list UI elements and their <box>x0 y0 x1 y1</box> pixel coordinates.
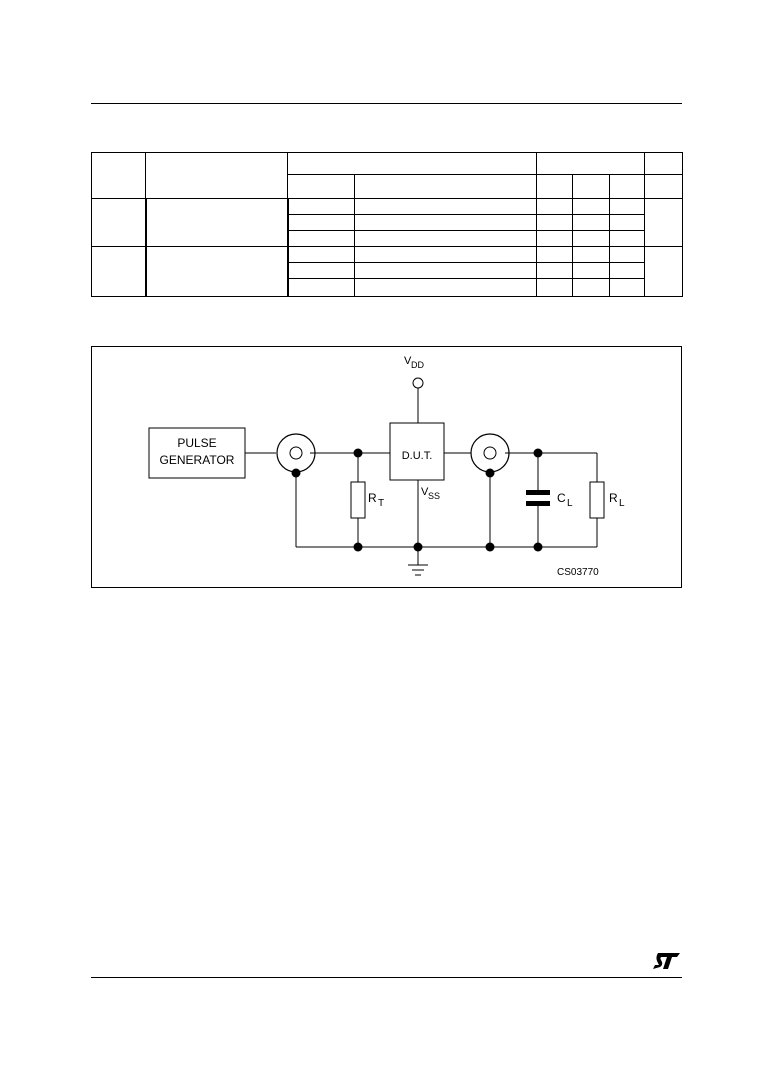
table-header-cell <box>536 174 573 199</box>
table-row <box>92 278 683 297</box>
rl-subscript: L <box>619 498 625 509</box>
table-cell <box>644 198 684 247</box>
vss-subscript: SS <box>428 491 440 501</box>
table-cell <box>572 230 610 247</box>
dut-label: D.U.T. <box>402 450 433 462</box>
table-header-row <box>91 152 684 199</box>
coax-connector-output-pin <box>483 446 497 460</box>
vdd-label: V <box>404 355 412 367</box>
table-cell <box>286 278 355 297</box>
table-cell <box>536 230 573 247</box>
coax-connector-output <box>470 433 510 473</box>
table-cell <box>572 198 610 215</box>
table-cell <box>286 246 355 263</box>
table-cell <box>536 214 573 231</box>
table-cell <box>354 278 537 297</box>
table-cell <box>286 198 355 215</box>
table-cell <box>608 198 646 215</box>
resistor-rl <box>589 481 605 519</box>
table-row <box>91 246 684 297</box>
table-cell <box>572 246 610 263</box>
junction-dots <box>291 448 543 552</box>
test-circuit-frame <box>91 346 682 588</box>
coax-connector-input-pin <box>289 446 303 460</box>
table-cell <box>354 230 537 247</box>
characteristics-table <box>91 152 684 297</box>
table-header-cell <box>354 174 537 199</box>
table-cell <box>572 278 610 297</box>
header-rule <box>91 103 682 104</box>
resistor-rt <box>350 481 366 519</box>
table-cell <box>608 246 646 263</box>
capacitor-cl <box>526 490 550 495</box>
figure-code: CS03770 <box>557 567 599 578</box>
test-circuit-diagram: PULSE GENERATOR D.U.T. V DD V SS R T C L… <box>148 355 625 578</box>
table-cell <box>354 198 537 215</box>
table-cell <box>91 246 146 297</box>
table-cell <box>91 198 146 247</box>
table-cell <box>644 246 684 297</box>
table-header-cell <box>572 174 610 199</box>
table-cell <box>572 262 610 279</box>
table-row <box>91 198 684 247</box>
table-header-cell <box>535 152 646 175</box>
table-header-cell <box>91 152 146 199</box>
table-cell <box>286 214 355 231</box>
table-header-cell <box>145 152 288 199</box>
rt-subscript: T <box>378 498 384 509</box>
table-cell <box>572 214 610 231</box>
table-header-cell <box>608 174 646 199</box>
table-cell <box>144 198 288 247</box>
rl-label: R <box>609 491 618 505</box>
table-header-cell <box>644 152 684 175</box>
pulse-generator-label: PULSE <box>177 436 216 450</box>
table-cell <box>536 198 573 215</box>
table-cell <box>144 246 288 297</box>
table-cell <box>354 262 537 279</box>
st-logo-icon: ST <box>653 953 680 969</box>
vss-label: V <box>421 486 429 498</box>
footer-rule <box>91 977 682 978</box>
table-cell <box>608 214 646 231</box>
cl-label: C <box>557 491 566 505</box>
pulse-generator-label: GENERATOR <box>160 453 235 467</box>
rt-label: R <box>368 491 377 505</box>
vdd-terminal <box>412 377 424 389</box>
dut-box <box>389 422 445 481</box>
table-header-cell <box>287 152 537 175</box>
table-cell <box>286 230 355 247</box>
table-cell <box>536 278 573 297</box>
coax-connector-input <box>276 433 316 473</box>
table-header-cell <box>644 174 684 199</box>
table-cell <box>608 230 646 247</box>
cl-subscript: L <box>567 498 573 509</box>
table-cell <box>354 246 537 263</box>
table-cell <box>286 262 355 279</box>
table-cell <box>354 214 537 231</box>
table-header-cell <box>287 174 355 199</box>
table-cell <box>608 262 646 279</box>
table-cell <box>536 262 573 279</box>
table-cell <box>536 246 573 263</box>
vdd-subscript: DD <box>411 360 424 370</box>
table-cell <box>608 278 646 297</box>
